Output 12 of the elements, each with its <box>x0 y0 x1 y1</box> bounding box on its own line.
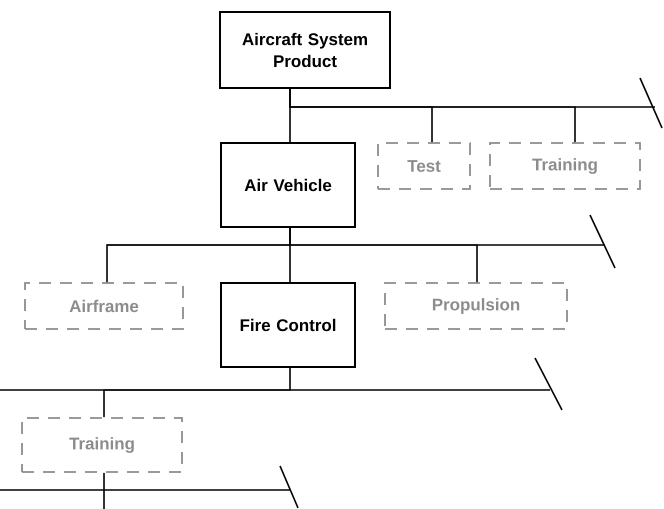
connector-line <box>289 89 576 142</box>
dashed-box: Airframe <box>24 282 184 330</box>
dashed-box: Propulsion <box>384 282 568 330</box>
connector-line <box>103 472 105 509</box>
dashed-box: Test <box>377 142 471 190</box>
connector-line <box>103 368 291 418</box>
dashed-box: Training <box>489 142 641 190</box>
process-box: Fire Control <box>220 282 356 368</box>
process-box: Air Vehicle <box>220 142 356 228</box>
dashed-box: Training <box>21 417 183 473</box>
connector-line <box>289 228 478 282</box>
process-box: Aircraft System Product <box>219 11 391 89</box>
